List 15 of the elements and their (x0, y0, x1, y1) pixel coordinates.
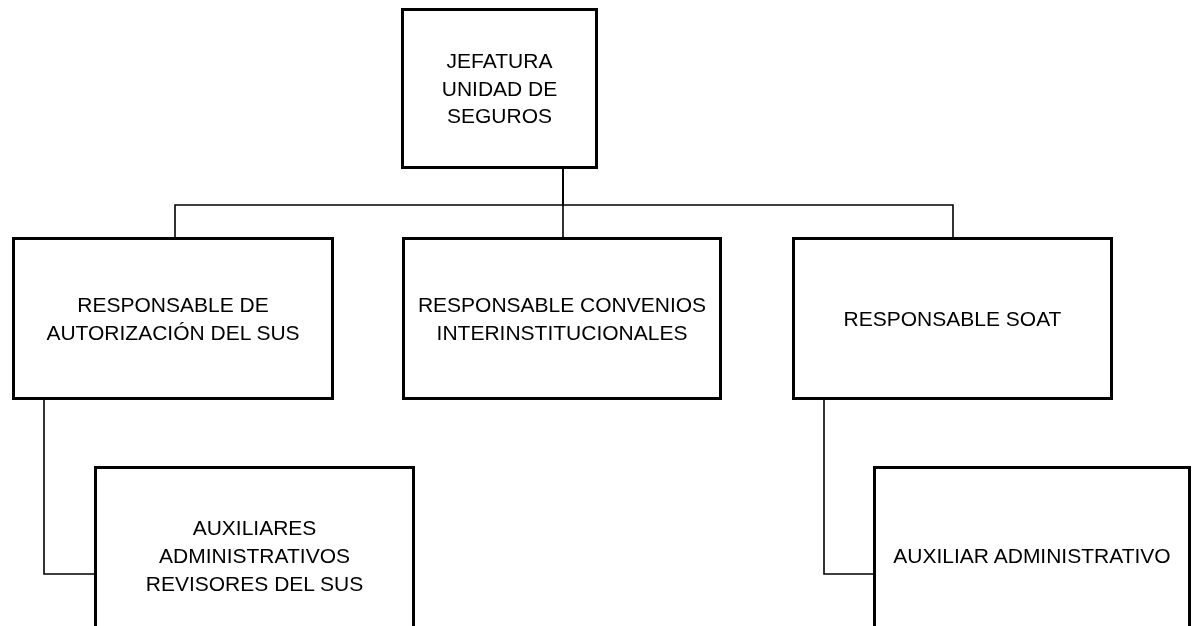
connector-line (823, 399, 874, 575)
connector-line (43, 399, 95, 575)
connector-line (562, 168, 954, 238)
org-box (792, 237, 1113, 400)
org-box (94, 466, 415, 626)
org-box (873, 466, 1191, 626)
org-box (12, 237, 334, 400)
org-box (401, 8, 598, 169)
box-label: JEFATURA UNIDAD DE SEGUROS (440, 47, 559, 130)
box-label: RESPONSABLE SOAT (843, 305, 1062, 332)
box-label: RESPONSABLE CONVENIOS INTERINSTITUCIONALES (416, 291, 708, 346)
box-label: AUXILIAR ADMINISTRATIVO (893, 543, 1171, 570)
box-label: AUXILIARES ADMINISTRATIVOS REVISORES DEL SUS (144, 515, 365, 597)
org-box (402, 237, 722, 400)
box-label: RESPONSABLE DE AUTORIZACIÓN DEL SUS (45, 291, 301, 346)
